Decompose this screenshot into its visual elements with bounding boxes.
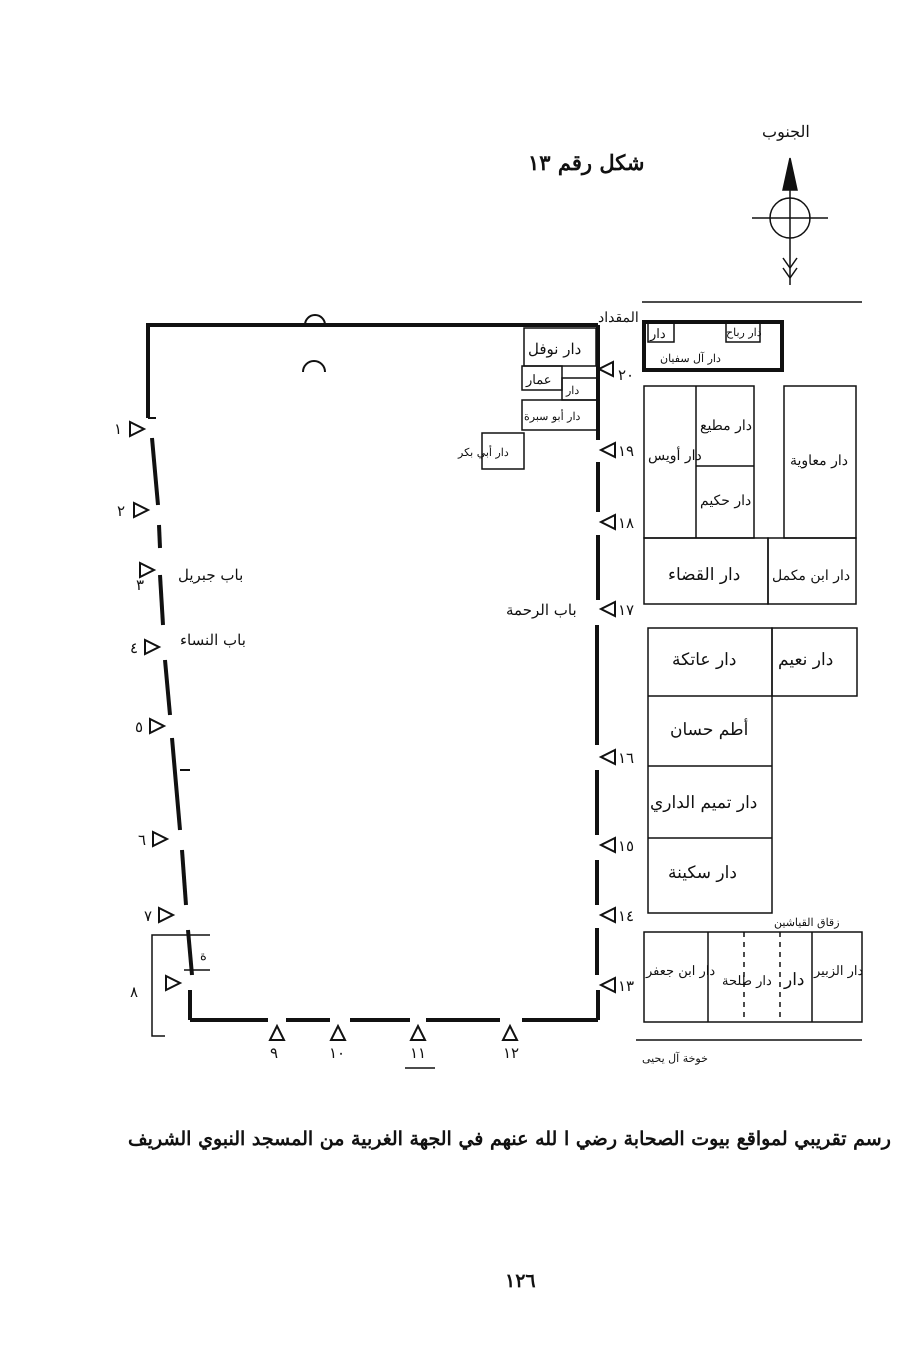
house-ibn-jafar: دار ابن جعفر: [645, 964, 715, 979]
inner-houses: [151, 327, 599, 1037]
house-sukayna: دار سكينة: [668, 863, 737, 883]
house-al-sufyan: دار آل سفيان: [660, 352, 721, 365]
gate-label-10: ١٠: [329, 1044, 345, 1062]
house-abi-bakr: دار أبي بكر: [457, 445, 509, 459]
gate-label-5: ٥: [135, 718, 143, 736]
figure-title: شكل رقم ١٣: [528, 150, 645, 175]
outer-houses: [636, 301, 863, 1041]
street-al-yahya: خوخة آل يحيى: [642, 1052, 708, 1065]
gate-label-17: ١٧: [618, 601, 634, 619]
house-qada: دار القضاء: [668, 565, 740, 585]
house-zubayr: دار الزبير: [813, 964, 863, 979]
house-partial: ة: [200, 949, 207, 964]
house-nuaym: دار نعيم: [778, 650, 833, 670]
gate-label-8: ٨: [130, 983, 138, 1001]
street-qiyashin: زقاق القياشين: [774, 916, 840, 929]
house-muawiya: دار معاوية: [790, 453, 848, 469]
house-dar-small: دار: [565, 384, 579, 397]
gate-label-2: ٢: [117, 502, 125, 520]
compass-icon: [752, 157, 828, 285]
mosque-outline: [146, 323, 600, 1022]
gate-label-6: ٦: [138, 831, 146, 849]
gate-label-14: ١٤: [618, 907, 634, 925]
compass-label: الجنوب: [762, 122, 810, 141]
gate-label-9: ٩: [270, 1044, 278, 1062]
gate-markers: [129, 360, 616, 1041]
gate-label-13: ١٣: [618, 977, 634, 995]
house-atika: دار عاتكة: [672, 650, 736, 670]
house-abu-sabra: دار أبو سبرة: [524, 409, 581, 423]
door-nisa: باب النساء: [180, 631, 246, 649]
gate-label-20: ٢٠: [618, 366, 634, 384]
house-rabah: دار رباح: [726, 326, 762, 339]
gate-label-3: ٣: [136, 576, 144, 594]
gate-label-16: ١٦: [618, 749, 634, 767]
house-utm-hassan: أطم حسان: [670, 718, 748, 740]
house-ammar: عمار: [525, 373, 552, 388]
house-miqdad: المقداد: [598, 310, 639, 326]
house-nawfal: دار نوفل: [528, 340, 581, 358]
door-rahma: باب الرحمة: [506, 601, 577, 619]
house-hakim: دار حكيم: [700, 493, 751, 509]
gate-label-4: ٤: [130, 639, 138, 657]
house-uways: دار أويس: [648, 445, 702, 464]
figure-caption: رسم تقريبي لمواقع بيوت الصحابة رضي ا لله…: [128, 1128, 891, 1150]
gate-label-18: ١٨: [618, 514, 634, 532]
gate-label-7: ٧: [144, 907, 152, 925]
gate-label-19: ١٩: [618, 442, 634, 460]
gate-label-11: ١١: [410, 1044, 426, 1062]
door-jibril: باب جبريل: [178, 566, 243, 584]
gate-label-12: ١٢: [503, 1044, 519, 1062]
gate-label-15: ١٥: [618, 837, 634, 855]
house-dar-plain: دار: [783, 970, 805, 990]
arch-marks: [180, 314, 326, 771]
house-mutie: دار مطيع: [700, 418, 752, 434]
house-ibn-mukmil: دار ابن مكمل: [772, 568, 850, 584]
house-tamim: دار تميم الداري: [650, 793, 757, 813]
page-number: ١٢٦: [505, 1270, 536, 1292]
house-dar-box: دار: [649, 327, 666, 342]
gate-label-1: ١: [114, 420, 122, 438]
house-talha: دار طلحة: [722, 974, 772, 989]
